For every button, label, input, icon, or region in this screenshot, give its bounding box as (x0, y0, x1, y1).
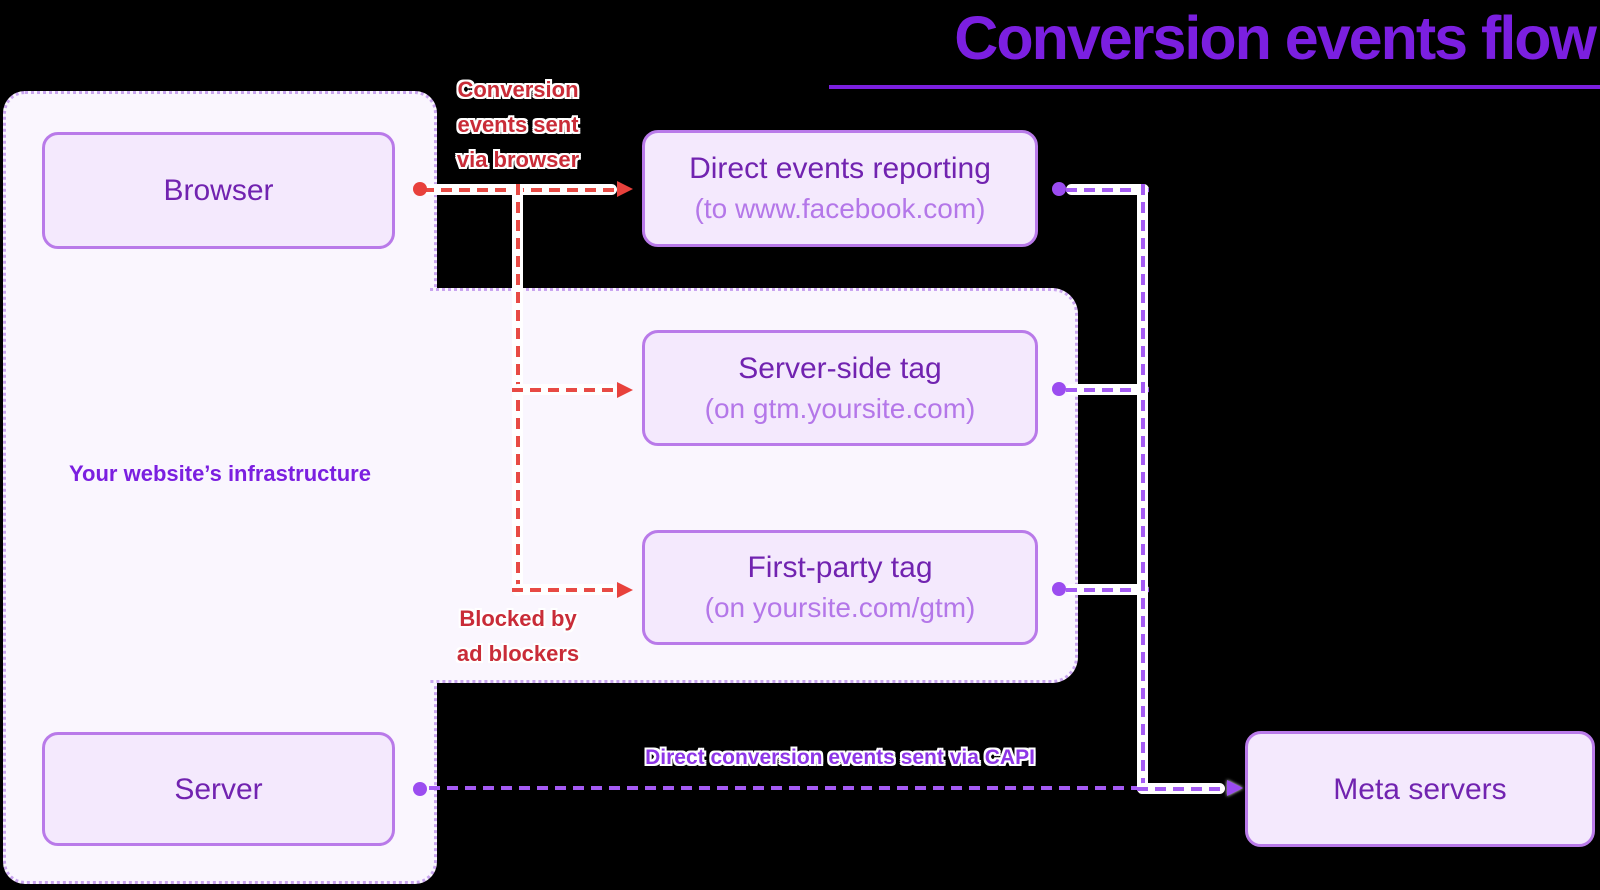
annotation-line: events sent (457, 112, 579, 137)
branch-to-server-side-line (512, 384, 617, 395)
arrowhead-to-meta-servers (1227, 780, 1243, 796)
direct-events-reporting-node: Direct events reporting (to www.facebook… (642, 130, 1038, 247)
server-side-connector-dot (1052, 382, 1066, 396)
bus-to-meta-line (1137, 783, 1225, 794)
meta-servers-node: Meta servers (1245, 731, 1595, 847)
arrowhead-to-first-party-tag (617, 582, 633, 598)
first-party-connector-dot (1052, 582, 1066, 596)
annotation-line: ad blockers (456, 641, 580, 666)
server-side-tag-node: Server-side tag (on gtm.yoursite.com) (642, 330, 1038, 446)
blocked-by-ad-blockers-annotation: Blocked by ad blockers (448, 601, 588, 671)
page-title: Conversion events flow (954, 4, 1597, 72)
server-capi-line (429, 786, 1137, 790)
direct-events-reporting-subtitle: (to www.facebook.com) (694, 193, 986, 225)
sent-via-browser-annotation: Conversion events sent via browser (448, 72, 588, 177)
infrastructure-label: Your website’s infrastructure (69, 461, 371, 486)
branch-to-first-party-line (512, 584, 617, 595)
server-side-to-bus-line (1066, 384, 1149, 395)
direct-reporting-to-bus-line (1066, 184, 1149, 195)
arrowhead-to-server-side-tag (617, 382, 633, 398)
browser-node: Browser (42, 132, 395, 249)
server-node: Server (42, 732, 395, 846)
server-side-tag-subtitle: (on gtm.yoursite.com) (704, 392, 976, 424)
first-party-tag-subtitle: (on yoursite.com/gtm) (704, 592, 976, 624)
first-party-to-bus-line (1066, 584, 1149, 595)
annotation-line: Conversion (457, 77, 579, 102)
title-underline (829, 85, 1600, 89)
browser-node-label: Browser (163, 174, 274, 207)
server-connector-dot (413, 782, 427, 796)
annotation-line: via browser (456, 147, 580, 172)
annotation-line: Blocked by (459, 606, 577, 631)
direct-events-reporting-title: Direct events reporting (689, 152, 991, 186)
server-node-label: Server (174, 772, 263, 806)
vertical-bus-line (1137, 184, 1148, 794)
browser-connector-dot (413, 182, 427, 196)
first-party-tag-node: First-party tag (on yoursite.com/gtm) (642, 530, 1038, 645)
arrowhead-to-direct-reporting (617, 181, 633, 197)
capi-annotation: Direct conversion events sent via CAPI (645, 746, 1035, 769)
first-party-tag-title: First-party tag (747, 551, 933, 585)
meta-servers-title: Meta servers (1333, 772, 1507, 806)
server-side-tag-title: Server-side tag (738, 351, 942, 385)
direct-reporting-connector-dot (1052, 182, 1066, 196)
